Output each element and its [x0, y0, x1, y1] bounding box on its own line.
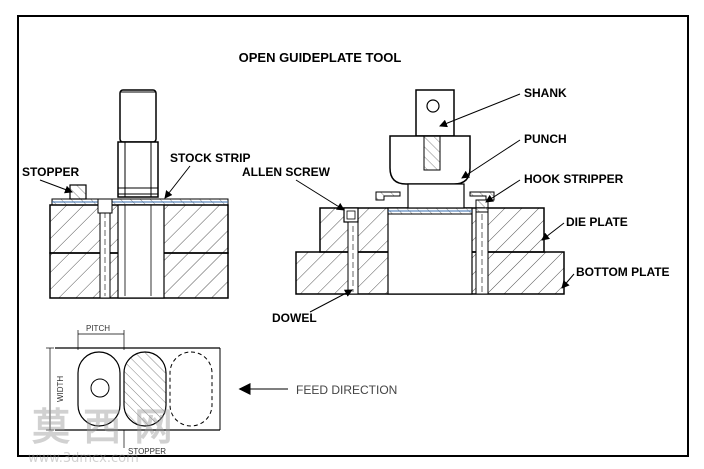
left-punch-body [117, 141, 159, 198]
label-stock-strip: STOCK STRIP [170, 151, 250, 165]
label-allen-screw: ALLEN SCREW [242, 165, 331, 179]
strip-slot-3 [169, 351, 213, 427]
right-assembly [295, 89, 565, 295]
right-punch [407, 183, 465, 209]
label-punch: PUNCH [524, 132, 567, 146]
right-allen-screw [343, 207, 359, 223]
diagram-title: OPEN GUIDEPLATE TOOL [239, 50, 402, 65]
label-shank: SHANK [524, 86, 567, 100]
label-dowel: DOWEL [272, 311, 317, 325]
label-hook-stripper: HOOK STRIPPER [524, 172, 624, 186]
label-width: WIDTH [56, 376, 65, 402]
right-hook-stripper-left [375, 191, 401, 201]
left-stopper [69, 184, 87, 200]
strip-slot-2 [123, 351, 167, 427]
label-stopper: STOPPER [22, 165, 79, 179]
watermark-chinese: 莫 西 网 [32, 405, 172, 449]
label-feed-direction: FEED DIRECTION [296, 383, 397, 397]
right-hook-stripper-pin [475, 199, 489, 213]
strip-layout: WIDTH PITCH STOPPER [46, 324, 221, 456]
label-pitch: PITCH [86, 324, 110, 333]
right-shank [415, 89, 455, 137]
label-die-plate: DIE PLATE [566, 215, 628, 229]
drawing-frame [17, 15, 689, 457]
label-stopper-small: STOPPER [128, 447, 166, 456]
left-assembly [49, 89, 229, 299]
label-bottom-plate: BOTTOM PLATE [576, 265, 670, 279]
left-punch-top [119, 89, 157, 143]
watermark-site: www.3dmcx.com [28, 451, 139, 466]
